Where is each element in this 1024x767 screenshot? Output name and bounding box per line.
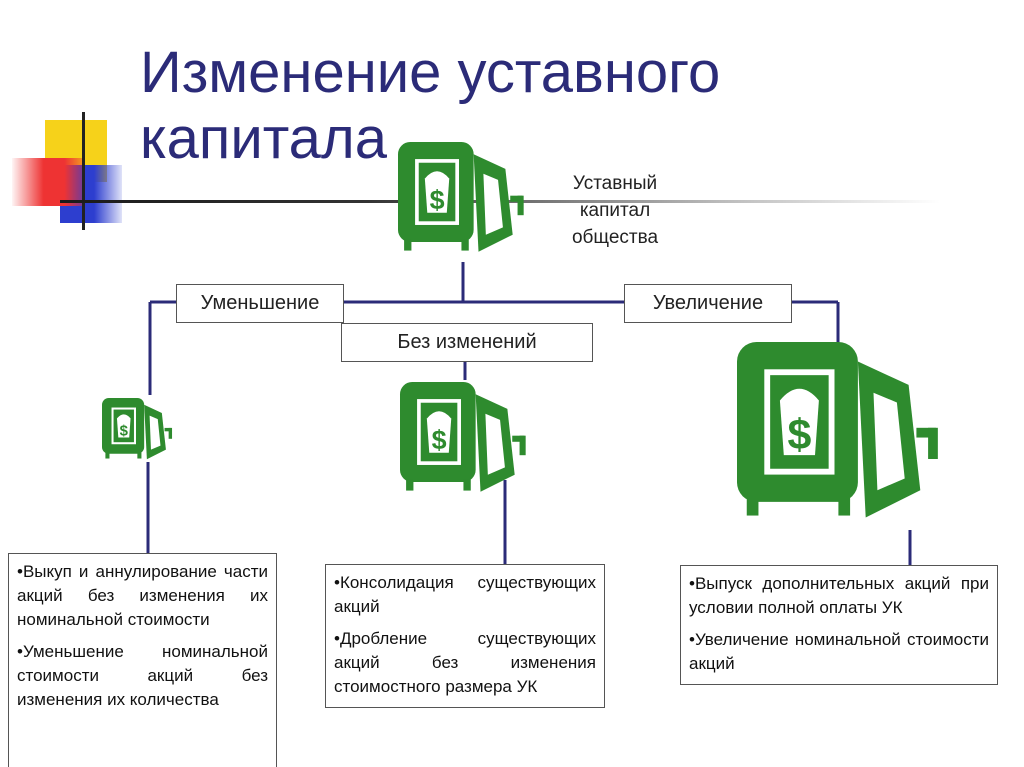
root-label: Уставный капитал общества (540, 170, 690, 251)
increase-item-2: •Увеличение номинальной стоимости акций (689, 630, 989, 673)
slide-title-line-1: Изменение уставного (140, 40, 721, 105)
slide-title-line-2: капитала (140, 106, 387, 171)
nochange-item-1: •Консолидация существующих акций (334, 573, 596, 616)
increase-description-box: •Выпуск дополнительных акций при условии… (680, 565, 998, 685)
nochange-safe-icon (400, 382, 526, 492)
decrease-item-2: •Уменьшение номинальной стоимости акций … (17, 642, 268, 709)
increase-label: Увеличение (652, 292, 764, 314)
decrease-description-box: •Выкуп и аннулирование части акций без и… (8, 553, 277, 767)
increase-label-box: Увеличение (624, 284, 792, 323)
nochange-label-box: Без изменений (341, 323, 593, 362)
nochange-item-2: •Дробление существующих акций без измене… (334, 629, 596, 696)
root-label-line-3: общества (571, 227, 659, 248)
root-label-line-1: Уставный (572, 173, 658, 194)
decrease-label-box: Уменьшение (176, 284, 344, 323)
decrease-safe-icon (102, 398, 173, 460)
deco-vertical-line (82, 112, 85, 230)
root-safe-icon (398, 142, 524, 252)
slide-title: Изменение уставного капитала (140, 40, 720, 172)
decrease-label: Уменьшение (200, 292, 320, 314)
increase-safe-icon (737, 342, 938, 518)
root-label-line-2: капитал (579, 200, 651, 221)
nochange-label: Без изменений (397, 331, 537, 353)
increase-item-1: •Выпуск дополнительных акций при условии… (689, 574, 989, 617)
deco-red-square (12, 158, 82, 206)
nochange-description-box: •Консолидация существующих акций •Дробле… (325, 564, 605, 708)
decrease-item-1: •Выкуп и аннулирование части акций без и… (17, 562, 268, 629)
